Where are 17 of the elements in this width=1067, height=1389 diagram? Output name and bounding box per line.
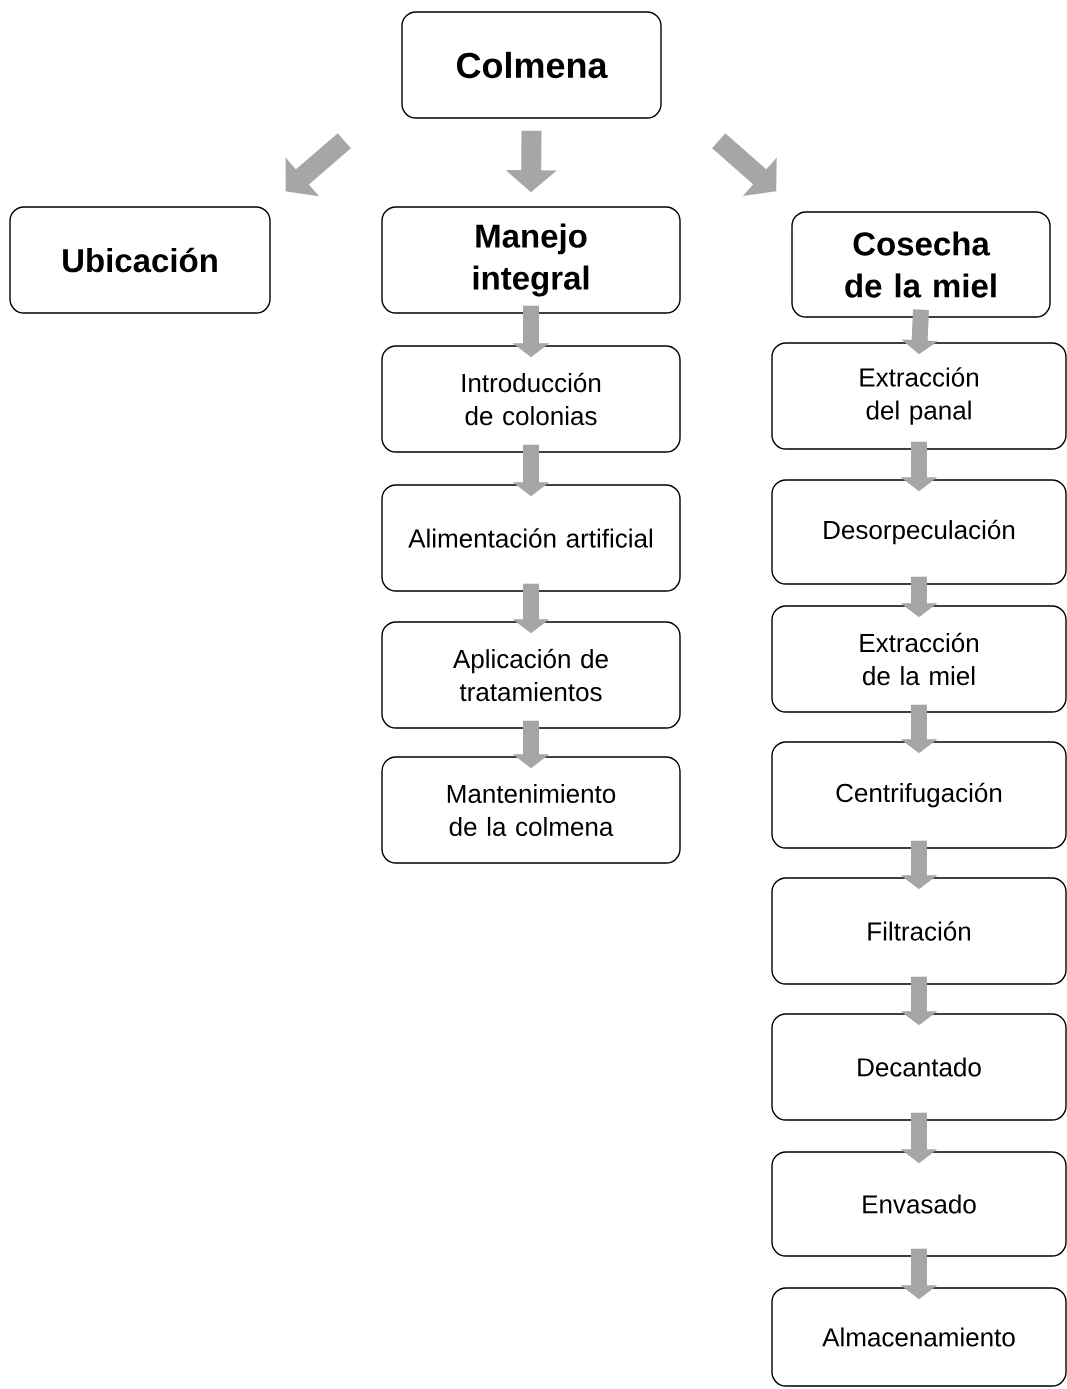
step-box: Centrifugación [771,741,1067,849]
block-arrow [285,133,351,197]
step-box: Decantado [771,1013,1067,1121]
title-box: Colmena [401,11,662,119]
step-box: Extracción del panal [771,342,1067,450]
step-box: Introducción de colonias [381,345,681,453]
step-box: Envasado [771,1151,1067,1257]
step-box: Alimentación artificial [381,484,681,592]
heading-box: Manejo integral [381,206,681,314]
heading-box: Cosecha de la miel [791,211,1051,318]
step-box: Filtración [771,877,1067,985]
step-box: Desorpeculación [771,479,1067,585]
step-box: Extracción de la miel [771,605,1067,713]
step-box: Aplicación de tratamientos [381,621,681,729]
heading-box: Ubicación [9,206,271,314]
step-box: Almacenamiento [771,1287,1067,1387]
step-box: Mantenimiento de la colmena [381,756,681,864]
